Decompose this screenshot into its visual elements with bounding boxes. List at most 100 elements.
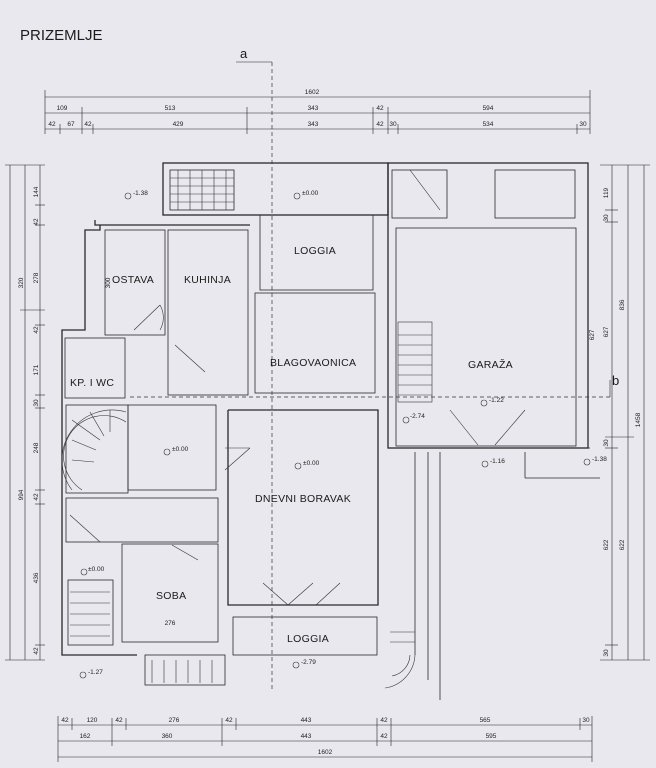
dim-top-value: 343 (308, 105, 319, 112)
level-marker: -2.79 (292, 659, 316, 669)
level-marker: ±0.00 (163, 446, 189, 456)
dim-bottom-value: 360 (162, 733, 173, 740)
dim-soba: 276 (165, 620, 176, 627)
level-marker: -1.27 (79, 669, 103, 679)
dim-top-value: 42 (376, 105, 384, 112)
level-marker: -1.38 (124, 190, 148, 200)
dim-top-value: 109 (57, 105, 68, 112)
left-dimensions: 144 42 278 42 171 30 248 42 436 42 320 9… (5, 164, 45, 661)
dim-bottom-value: 42 (115, 717, 123, 724)
dim-ostava: 300 (105, 277, 112, 288)
room-label-garaza: GARAŽA (468, 358, 513, 371)
dim-top-value: 513 (165, 105, 176, 112)
dim-right-value: 30 (603, 439, 610, 447)
dim-right-value: 1458 (635, 412, 642, 427)
level-marker: ±0.00 (80, 566, 105, 576)
section-line-b: b (130, 373, 619, 398)
dim-right-value: 119 (603, 187, 610, 198)
level-marker: -1.38 (583, 456, 607, 466)
dim-bottom-value: 42 (61, 717, 69, 724)
room-label-soba: SOBA (156, 590, 186, 602)
dim-top-value: 534 (483, 121, 494, 128)
dim-right-value: 30 (603, 649, 610, 657)
room-labels: OSTAVA KUHINJA LOGGIA BLAGOVAONICA KP. I… (70, 245, 513, 645)
svg-text:-1.38: -1.38 (133, 190, 148, 197)
dim-right-value: 622 (619, 539, 626, 550)
dim-bottom-1602: 1602 (318, 749, 333, 756)
svg-text:-1.38: -1.38 (592, 456, 607, 463)
inner-dimensions: 300 276 627 (105, 277, 596, 627)
level-marker: ±0.00 (294, 460, 320, 470)
svg-text:-1.22: -1.22 (489, 397, 504, 404)
walls (61, 162, 600, 700)
dim-bottom-value: 42 (380, 717, 388, 724)
room-label-ostava: OSTAVA (112, 274, 154, 286)
svg-text:-1.27: -1.27 (88, 669, 103, 676)
svg-text:±0.00: ±0.00 (88, 566, 105, 573)
room-label-kuhinja: KUHINJA (184, 274, 231, 286)
dim-bottom-value: 443 (301, 733, 312, 740)
dim-right-value: 836 (619, 299, 626, 310)
dim-bottom-value: 120 (87, 717, 98, 724)
dim-top-value: 30 (389, 121, 397, 128)
dim-right-value: 627 (603, 326, 610, 337)
dim-left-value: 248 (33, 442, 40, 453)
svg-text:±0.00: ±0.00 (302, 190, 319, 197)
stair-hatching (61, 170, 433, 689)
dim-left-value: 278 (33, 272, 40, 283)
section-line-a: a (236, 46, 273, 690)
top-dimensions: 1602 109 513 343 42 594 42 67 42 429 343… (44, 89, 591, 134)
dim-top-value: 42 (48, 121, 56, 128)
svg-text:-2.74: -2.74 (410, 413, 425, 420)
dim-left-value: 144 (33, 186, 40, 197)
svg-text:-1.16: -1.16 (490, 458, 505, 465)
room-label-dnevni-boravak: DNEVNI BORAVAK (255, 493, 351, 505)
dim-left-value: 42 (33, 218, 40, 226)
dim-bottom-value: 30 (582, 717, 590, 724)
level-marker: -2.74 (402, 413, 425, 424)
bottom-dimensions: 42 120 42 276 42 443 42 565 30 162 360 4… (57, 716, 593, 762)
dim-top-value: 594 (483, 105, 494, 112)
dim-top-value: 42 (376, 121, 384, 128)
dim-bottom-value: 565 (480, 717, 491, 724)
dim-left-value: 42 (33, 647, 40, 655)
dim-garaza: 627 (589, 329, 596, 340)
dim-bottom-value: 443 (301, 717, 312, 724)
dim-bottom-value: 42 (380, 733, 388, 740)
svg-text:±0.00: ±0.00 (172, 446, 189, 453)
level-markers: -1.38 ±0.00 ±0.00 ±0.00 -1.22 -2.74 -1.1… (79, 190, 607, 679)
dim-left-value: 171 (33, 364, 40, 375)
dim-right-value: 30 (603, 214, 610, 222)
dim-bottom-value: 595 (486, 733, 497, 740)
dim-left-value: 30 (33, 399, 40, 407)
room-label-kp-wc: KP. I WC (70, 377, 114, 389)
svg-text:±0.00: ±0.00 (303, 460, 320, 467)
level-marker: -1.16 (481, 458, 505, 468)
section-label-a: a (240, 46, 248, 61)
dim-bottom-value: 276 (169, 717, 180, 724)
right-dimensions: 119 30 627 30 622 30 836 622 1458 (600, 164, 650, 661)
dim-left-value: 320 (18, 277, 25, 288)
level-marker: -1.22 (480, 397, 504, 407)
level-marker: ±0.00 (293, 190, 319, 200)
dim-top-value: 429 (173, 121, 184, 128)
plan-title: PRIZEMLJE (20, 27, 103, 44)
dim-top-value: 343 (308, 121, 319, 128)
dim-right-value: 622 (603, 539, 610, 550)
room-label-blagovaonica: BLAGOVAONICA (270, 357, 356, 369)
svg-text:-2.79: -2.79 (301, 659, 316, 666)
room-label-loggia-bottom: LOGGIA (287, 633, 329, 645)
dim-left-value: 42 (33, 326, 40, 334)
doors (69, 169, 526, 606)
dim-bottom-value: 42 (225, 717, 233, 724)
dim-top-value: 30 (579, 121, 587, 128)
dim-top-value: 67 (67, 121, 75, 128)
dim-top-1602: 1602 (305, 89, 320, 96)
room-label-loggia-top: LOGGIA (294, 245, 336, 257)
dim-left-value: 436 (33, 572, 40, 583)
dim-bottom-value: 162 (80, 733, 91, 740)
section-label-b: b (612, 373, 619, 388)
dim-top-value: 42 (84, 121, 92, 128)
dim-left-value: 994 (18, 489, 25, 500)
